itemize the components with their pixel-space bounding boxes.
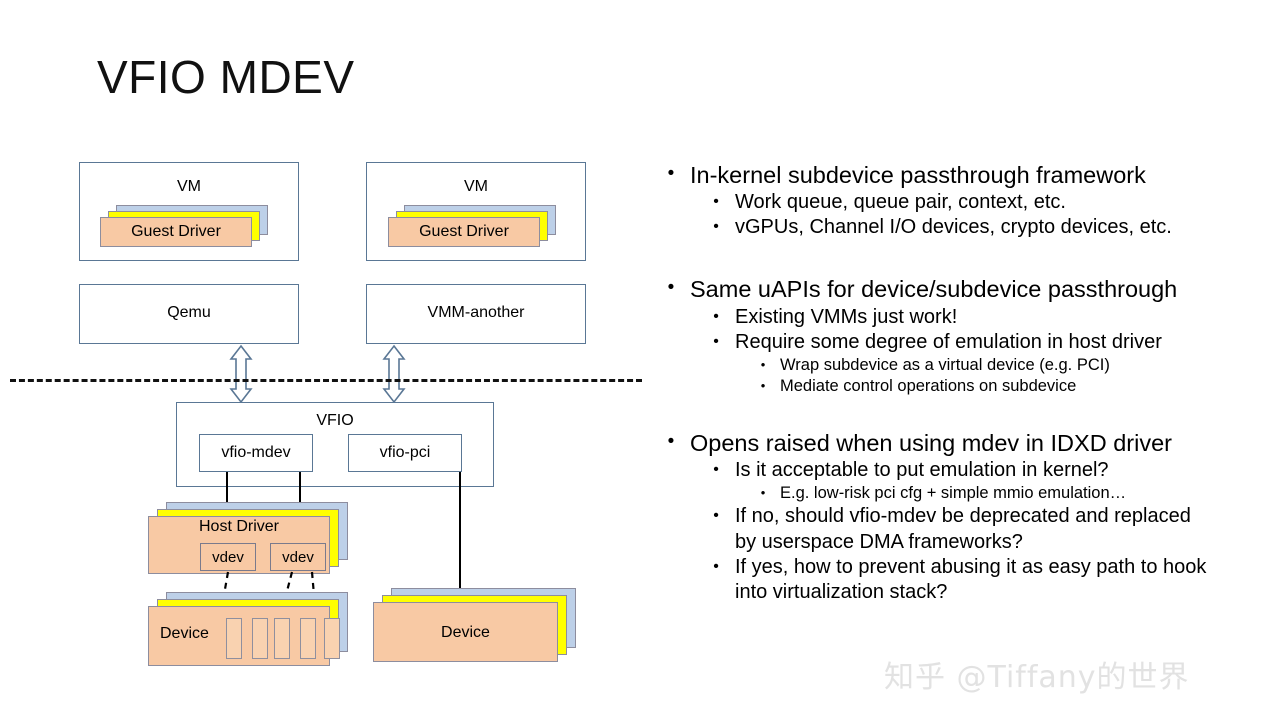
bullet-l2: • If yes, how to prevent abusing it as e… bbox=[664, 555, 1264, 605]
bullet-text: Is it acceptable to put emulation in ker… bbox=[735, 458, 1109, 481]
device-slot-4 bbox=[300, 618, 316, 659]
device-left-stack: Device bbox=[148, 592, 348, 672]
bullet-text: Opens raised when using mdev in IDXD dri… bbox=[690, 429, 1172, 456]
bullet-text: Require some degree of emulation in host… bbox=[735, 330, 1162, 353]
vfio-pci-box[interactable]: vfio-pci bbox=[348, 434, 462, 472]
watermark: 知乎 @Tiffany的世界 bbox=[884, 660, 1190, 695]
bullet-text: If yes, how to prevent abusing it as eas… bbox=[735, 555, 1207, 604]
bullet-group-2: • Same uAPIs for device/subdevice passth… bbox=[664, 274, 1264, 397]
bullet-dot-icon: • bbox=[713, 218, 719, 236]
vm-right-label: VM bbox=[464, 178, 488, 195]
vdev-box-1[interactable]: vdev bbox=[200, 543, 256, 571]
guest-driver-left-stack: Guest Driver bbox=[100, 205, 270, 249]
stack-layer-front bbox=[100, 217, 252, 247]
stack-layer-front bbox=[373, 602, 558, 662]
bullet-l3: • E.g. low-risk pci cfg + simple mmio em… bbox=[664, 483, 1264, 504]
vfio-mdev-label: vfio-mdev bbox=[221, 444, 291, 461]
bullet-text: Same uAPIs for device/subdevice passthro… bbox=[690, 276, 1178, 303]
bullet-text: Existing VMMs just work! bbox=[735, 305, 958, 328]
bullet-dot-icon: • bbox=[713, 193, 719, 211]
bullet-dot-icon: • bbox=[667, 277, 675, 299]
page-title: VFIO MDEV bbox=[97, 51, 355, 103]
guest-driver-right-label: Guest Driver bbox=[419, 223, 509, 240]
bullet-l3: • Mediate control operations on subdevic… bbox=[664, 376, 1264, 397]
bullet-dot-icon: • bbox=[713, 332, 719, 350]
vm-left-label: VM bbox=[177, 178, 201, 195]
stack-layer-front bbox=[388, 217, 540, 247]
device-right-label: Device bbox=[441, 624, 490, 641]
bullet-spacer bbox=[664, 398, 1264, 428]
bullet-dot-icon: • bbox=[760, 485, 766, 501]
bullet-text: E.g. low-risk pci cfg + simple mmio emul… bbox=[780, 484, 1127, 503]
device-slot-1 bbox=[226, 618, 242, 659]
bullet-l2: • Is it acceptable to put emulation in k… bbox=[664, 458, 1264, 483]
bullet-l1: • In-kernel subdevice passthrough framew… bbox=[664, 160, 1264, 190]
bullet-dot-icon: • bbox=[760, 356, 766, 372]
bullet-l2: • vGPUs, Channel I/O devices, crypto dev… bbox=[664, 215, 1264, 240]
host-driver-stack: Host Driver vdev vdev bbox=[148, 502, 348, 580]
vdev-box-2[interactable]: vdev bbox=[270, 543, 326, 571]
connector-pci-to-device bbox=[459, 472, 462, 600]
bullet-text: In-kernel subdevice passthrough framewor… bbox=[690, 162, 1146, 188]
vfio-pci-label: vfio-pci bbox=[379, 444, 431, 461]
bullet-l1: • Opens raised when using mdev in IDXD d… bbox=[664, 428, 1264, 458]
bullet-l2: • If no, should vfio-mdev be deprecated … bbox=[664, 504, 1264, 554]
bullet-text: If no, should vfio-mdev be deprecated an… bbox=[735, 505, 1191, 553]
device-left-label: Device bbox=[160, 625, 209, 642]
vfio-mdev-box[interactable]: vfio-mdev bbox=[199, 434, 313, 472]
bullet-spacer bbox=[664, 240, 1264, 274]
bullet-l1: • Same uAPIs for device/subdevice passth… bbox=[664, 274, 1264, 304]
bullet-text: vGPUs, Channel I/O devices, crypto devic… bbox=[735, 216, 1172, 239]
guest-driver-left-label: Guest Driver bbox=[131, 223, 221, 240]
vmm-vfio-bidirectional-arrow bbox=[382, 344, 406, 404]
bullet-l2: • Existing VMMs just work! bbox=[664, 305, 1264, 330]
host-driver-label: Host Driver bbox=[198, 518, 279, 535]
vmm-another-label: VMM-another bbox=[427, 304, 525, 321]
qemu-label: Qemu bbox=[167, 304, 211, 321]
bullet-dot-icon: • bbox=[713, 460, 719, 478]
vmm-another-box: VMM-another bbox=[366, 284, 586, 344]
guest-driver-right-stack: Guest Driver bbox=[388, 205, 558, 249]
bullet-list: • In-kernel subdevice passthrough framew… bbox=[664, 160, 1264, 605]
bullet-text: Wrap subdevice as a virtual device (e.g.… bbox=[780, 355, 1110, 374]
qemu-box: Qemu bbox=[79, 284, 299, 344]
bullet-group-1: • In-kernel subdevice passthrough framew… bbox=[664, 160, 1264, 240]
bullet-group-3: • Opens raised when using mdev in IDXD d… bbox=[664, 428, 1264, 605]
bullet-dot-icon: • bbox=[667, 163, 675, 184]
bullet-dot-icon: • bbox=[713, 507, 719, 525]
device-right-stack: Device bbox=[373, 588, 583, 668]
device-slot-2 bbox=[252, 618, 268, 659]
bullet-l2: • Require some degree of emulation in ho… bbox=[664, 330, 1264, 355]
bullet-dot-icon: • bbox=[760, 378, 766, 394]
bullet-text: Work queue, queue pair, context, etc. bbox=[735, 191, 1066, 214]
bullet-dot-icon: • bbox=[713, 557, 719, 575]
device-slot-3 bbox=[274, 618, 290, 659]
user-kernel-divider bbox=[10, 379, 642, 382]
bullet-l2: • Work queue, queue pair, context, etc. bbox=[664, 190, 1264, 215]
bullet-text: Mediate control operations on subdevice bbox=[780, 377, 1077, 396]
bullet-dot-icon: • bbox=[713, 307, 719, 325]
vfio-label: VFIO bbox=[316, 412, 354, 429]
device-slot-5 bbox=[324, 618, 340, 659]
bullet-dot-icon: • bbox=[667, 430, 675, 452]
qemu-vfio-bidirectional-arrow bbox=[229, 344, 253, 404]
bullet-l3: • Wrap subdevice as a virtual device (e.… bbox=[664, 355, 1264, 376]
